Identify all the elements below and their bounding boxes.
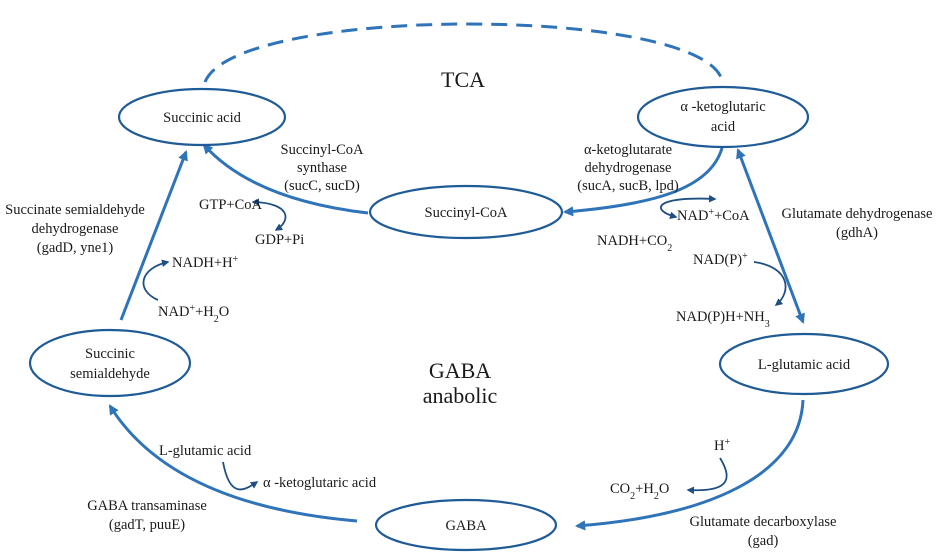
node-l-glutamic-acid: L-glutamic acid xyxy=(718,332,890,396)
enzyme-ssa-dehydrogenase-line1: Succinate semialdehyde xyxy=(5,202,145,218)
enzyme-glutamate-dehydrogenase-line1: Glutamate dehydrogenase xyxy=(782,206,933,222)
cofactor-nad-coa: NAD++CoA xyxy=(677,207,750,225)
node-gaba: GABA xyxy=(374,498,558,552)
node-alpha-ketoglutaric-acid: α -ketoglutaric acid xyxy=(636,85,810,149)
node-succinic-acid: Succinic acid xyxy=(117,87,287,147)
enzyme-ssa-dehydrogenase: Succinate semialdehyde dehydrogenase (ga… xyxy=(5,202,145,256)
enzyme-glutamate-dehydrogenase: Glutamate dehydrogenase (gdhA) xyxy=(782,206,933,241)
enzyme-akg-dehydrogenase-line1: α-ketoglutarate xyxy=(584,142,672,158)
h-co2-cofactor-arrow xyxy=(686,457,728,495)
enzyme-glutamate-dehydrogenase-line2: (gdhA) xyxy=(836,225,878,241)
node-gaba-label: GABA xyxy=(445,518,487,534)
enzyme-succinyl-coa-synthase-line1: Succinyl-CoA xyxy=(281,142,364,158)
cofactor-gtp-coa: GTP+CoA xyxy=(199,197,262,213)
gaba-label-line2: anabolic xyxy=(423,383,498,408)
glutamate-akg-transaminase-cofactor-arrow xyxy=(222,461,259,491)
ssa-to-succinic-acid-arrow xyxy=(119,150,188,321)
enzyme-akg-dehydrogenase: α-ketoglutarate dehydrogenase (sucA, suc… xyxy=(577,142,679,194)
node-ssa-label-line1: Succinic xyxy=(85,346,135,362)
nadp-nadph-cofactor-arrow xyxy=(753,261,787,306)
cofactor-nadph-nh3: NAD(P)H+NH3 xyxy=(676,309,770,330)
akg-glutamate-reversible-arrow xyxy=(736,148,805,324)
nad-nadh-ssa-cofactor-arrow xyxy=(142,259,170,301)
gaba-to-ssa-arrow xyxy=(108,404,358,523)
cofactor-l-glutamic-acid: L-glutamic acid xyxy=(159,443,252,459)
enzyme-akg-dehydrogenase-line2: dehydrogenase xyxy=(585,160,672,176)
tca-cycle-label: TCA xyxy=(441,67,485,92)
node-akg-label-line1: α -ketoglutaric xyxy=(680,99,765,115)
glutamate-to-gaba-arrow xyxy=(574,399,805,531)
nad-nadh-akg-cofactor-arrow xyxy=(659,194,717,220)
tca-cycle-dashed-connector xyxy=(203,22,724,83)
enzyme-ssa-dehydrogenase-line3: (gadD, yne1) xyxy=(37,240,114,256)
gaba-label-line1: GABA xyxy=(429,358,491,383)
enzyme-succinyl-coa-synthase-line2: synthase xyxy=(297,160,347,176)
enzyme-glutamate-decarboxylase-line1: Glutamate decarboxylase xyxy=(690,514,837,530)
node-succinyl-coa: Succinyl-CoA xyxy=(368,184,564,240)
node-ssa-label-line2: semialdehyde xyxy=(70,366,150,382)
cofactor-nadp: NAD(P)+ xyxy=(693,251,748,269)
enzyme-glutamate-decarboxylase: Glutamate decarboxylase (gad) xyxy=(690,514,837,549)
cofactor-gdp-pi: GDP+Pi xyxy=(255,232,304,248)
cofactor-alpha-ketoglutaric-acid: α -ketoglutaric acid xyxy=(263,475,377,491)
enzyme-gaba-transaminase: GABA transaminase (gadT, puuE) xyxy=(87,498,207,533)
enzyme-gaba-transaminase-line1: GABA transaminase xyxy=(87,498,207,514)
cofactor-nadh-co2: NADH+CO2 xyxy=(597,233,672,254)
node-succinyl-coa-label: Succinyl-CoA xyxy=(425,205,508,221)
akg-to-succinyl-coa-arrow xyxy=(562,147,724,217)
enzyme-glutamate-decarboxylase-line2: (gad) xyxy=(748,533,779,549)
cofactor-h-plus: H+ xyxy=(714,437,730,455)
node-l-glutamic-acid-label: L-glutamic acid xyxy=(758,357,851,373)
enzyme-succinyl-coa-synthase-line3: (sucC, sucD) xyxy=(284,178,360,194)
gtp-gdp-cofactor-arrow xyxy=(251,198,287,231)
node-succinic-semialdehyde: Succinic semialdehyde xyxy=(28,328,192,398)
cofactor-nadh-h: NADH+H+ xyxy=(172,254,239,272)
node-akg-label-line2: acid xyxy=(711,119,736,135)
node-succinic-acid-label: Succinic acid xyxy=(163,110,241,126)
cofactor-nad-h2o: NAD++H2O xyxy=(158,303,229,325)
enzyme-ssa-dehydrogenase-line2: dehydrogenase xyxy=(32,221,119,237)
cofactor-co2-h2o: CO2+H2O xyxy=(610,481,669,502)
enzyme-gaba-transaminase-line2: (gadT, puuE) xyxy=(109,517,185,533)
enzyme-akg-dehydrogenase-line3: (sucA, sucB, lpd) xyxy=(577,178,679,194)
enzyme-succinyl-coa-synthase: Succinyl-CoA synthase (sucC, sucD) xyxy=(281,142,364,194)
succinyl-coa-to-succinic-acid-arrow xyxy=(202,143,369,215)
